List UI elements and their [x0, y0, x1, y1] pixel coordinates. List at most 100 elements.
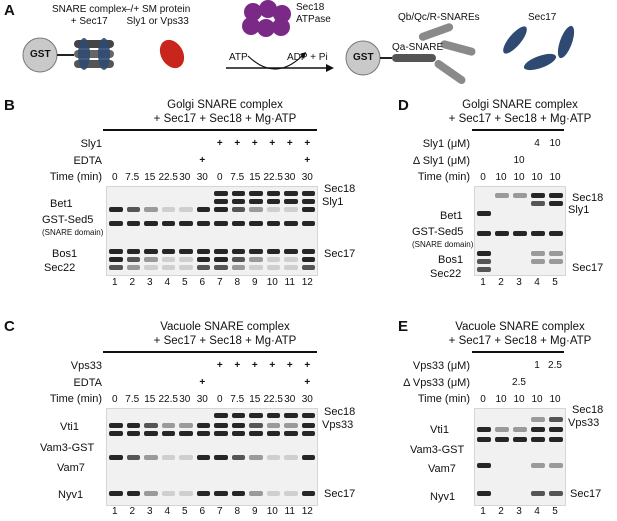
b-edta-cell [211, 155, 229, 166]
panel-c-title-1: Vacuole SNARE complex [160, 321, 290, 333]
b-edta-cell [141, 155, 159, 166]
c-edta-cell [124, 377, 142, 388]
c-sm-cell: + [269, 360, 276, 371]
gel-band [196, 207, 210, 212]
gel-band [214, 221, 228, 226]
b-sm-cell [176, 138, 194, 149]
e-lanes-cell: 4 [534, 506, 540, 517]
panel-e-delta-row: 2.5 [474, 377, 564, 388]
gel-band [144, 207, 158, 212]
c-sm-cell [106, 360, 124, 371]
gel-band [214, 413, 228, 418]
gel-band [161, 491, 175, 496]
gel-band [284, 199, 298, 204]
c-sm-cell: + [286, 360, 293, 371]
gel-band [301, 431, 315, 436]
gel-band [266, 249, 280, 254]
b-edta-cell [264, 155, 282, 166]
panel-e-row-sm: Vps33 (μM) [412, 360, 470, 372]
c-lanes-cell: 7 [216, 506, 223, 517]
gel-band [126, 455, 140, 460]
c-lanes-cell: 12 [301, 506, 313, 517]
gel-band [214, 455, 228, 460]
gel-band [549, 201, 563, 206]
sm-protein-label: –/+ SM protein Sly1 or Vps33 [125, 4, 191, 27]
b-edta-cell [106, 155, 124, 166]
gel-band [179, 249, 193, 254]
gel-band [301, 191, 315, 196]
c-lanes-cell: 5 [181, 506, 188, 517]
c-time-cell: 30 [179, 394, 191, 405]
panel-b-edta-row: ++ [106, 155, 316, 166]
gel-band [477, 267, 491, 272]
gel-band [231, 221, 245, 226]
gel-band [231, 423, 245, 428]
b-time-cell: 22.5 [158, 172, 178, 183]
e-time-cell: 10 [513, 394, 525, 405]
c-time-cell: 7.5 [125, 394, 140, 405]
panel-d-label-sec22: Sec22 [430, 268, 462, 280]
b-sm-cell [141, 138, 159, 149]
gel-band [266, 199, 280, 204]
gel-band [179, 207, 193, 212]
gel-band [249, 413, 263, 418]
panel-a-letter: A [4, 2, 15, 19]
b-lanes-cell: 2 [129, 277, 136, 288]
gel-band [231, 455, 245, 460]
b-sm-cell: + [269, 138, 276, 149]
d-time-cell: 0 [480, 172, 486, 183]
gel-band [249, 257, 263, 262]
gel-band [284, 249, 298, 254]
panel-e-title-2: + Sec17 + Sec18 + Mg·ATP [448, 335, 592, 347]
gel-band [249, 423, 263, 428]
gel-band [301, 249, 315, 254]
gel-band [549, 417, 563, 422]
panel-b-label-snare-domain: (SNARE domain) [42, 228, 104, 237]
b-edta-cell [281, 155, 299, 166]
b-time-cell: 30 [179, 172, 191, 183]
gel-band [477, 491, 491, 496]
gel-band [179, 221, 193, 226]
gel-band [249, 191, 263, 196]
panel-e-label-vti1: Vti1 [430, 424, 449, 436]
sec18-icon [242, 0, 291, 37]
d-sm-cell [474, 138, 492, 149]
c-time-cell: 30 [196, 394, 208, 405]
gel-band [266, 191, 280, 196]
c-time-cell: 22.5 [158, 394, 178, 405]
panel-d-label-sec17: Sec17 [572, 262, 604, 274]
c-edta-cell [106, 377, 124, 388]
c-edta-cell [141, 377, 159, 388]
c-time-cell: 15 [249, 394, 261, 405]
gel-band [284, 191, 298, 196]
panel-c-label-vps33: Vps33 [322, 419, 354, 431]
panel-c-title-2: + Sec17 + Sec18 + Mg·ATP [153, 335, 297, 347]
gel-band [109, 221, 123, 226]
panel-c-gel [106, 408, 318, 506]
b-sm-cell [106, 138, 124, 149]
gel-band [214, 423, 228, 428]
gel-band [284, 455, 298, 460]
gel-band [196, 221, 210, 226]
sm-protein-icon [159, 39, 185, 69]
e-time-cell: 10 [549, 394, 561, 405]
panel-d-letter: D [398, 97, 409, 114]
b-time-cell: 22.5 [263, 172, 283, 183]
gel-band [196, 257, 210, 262]
gel-band [231, 413, 245, 418]
gel-band [161, 265, 175, 270]
panel-d-label-bos1: Bos1 [438, 254, 464, 266]
gel-band [179, 431, 193, 436]
gel-band [109, 207, 123, 212]
sec17-icon-1 [503, 26, 527, 54]
c-sm-cell: + [251, 360, 258, 371]
gel-band [301, 207, 315, 212]
c-time-cell: 30 [284, 394, 296, 405]
gel-band [231, 265, 245, 270]
panel-a-schematic [22, 0, 575, 85]
gel-band [144, 431, 158, 436]
gel-band [513, 193, 527, 198]
